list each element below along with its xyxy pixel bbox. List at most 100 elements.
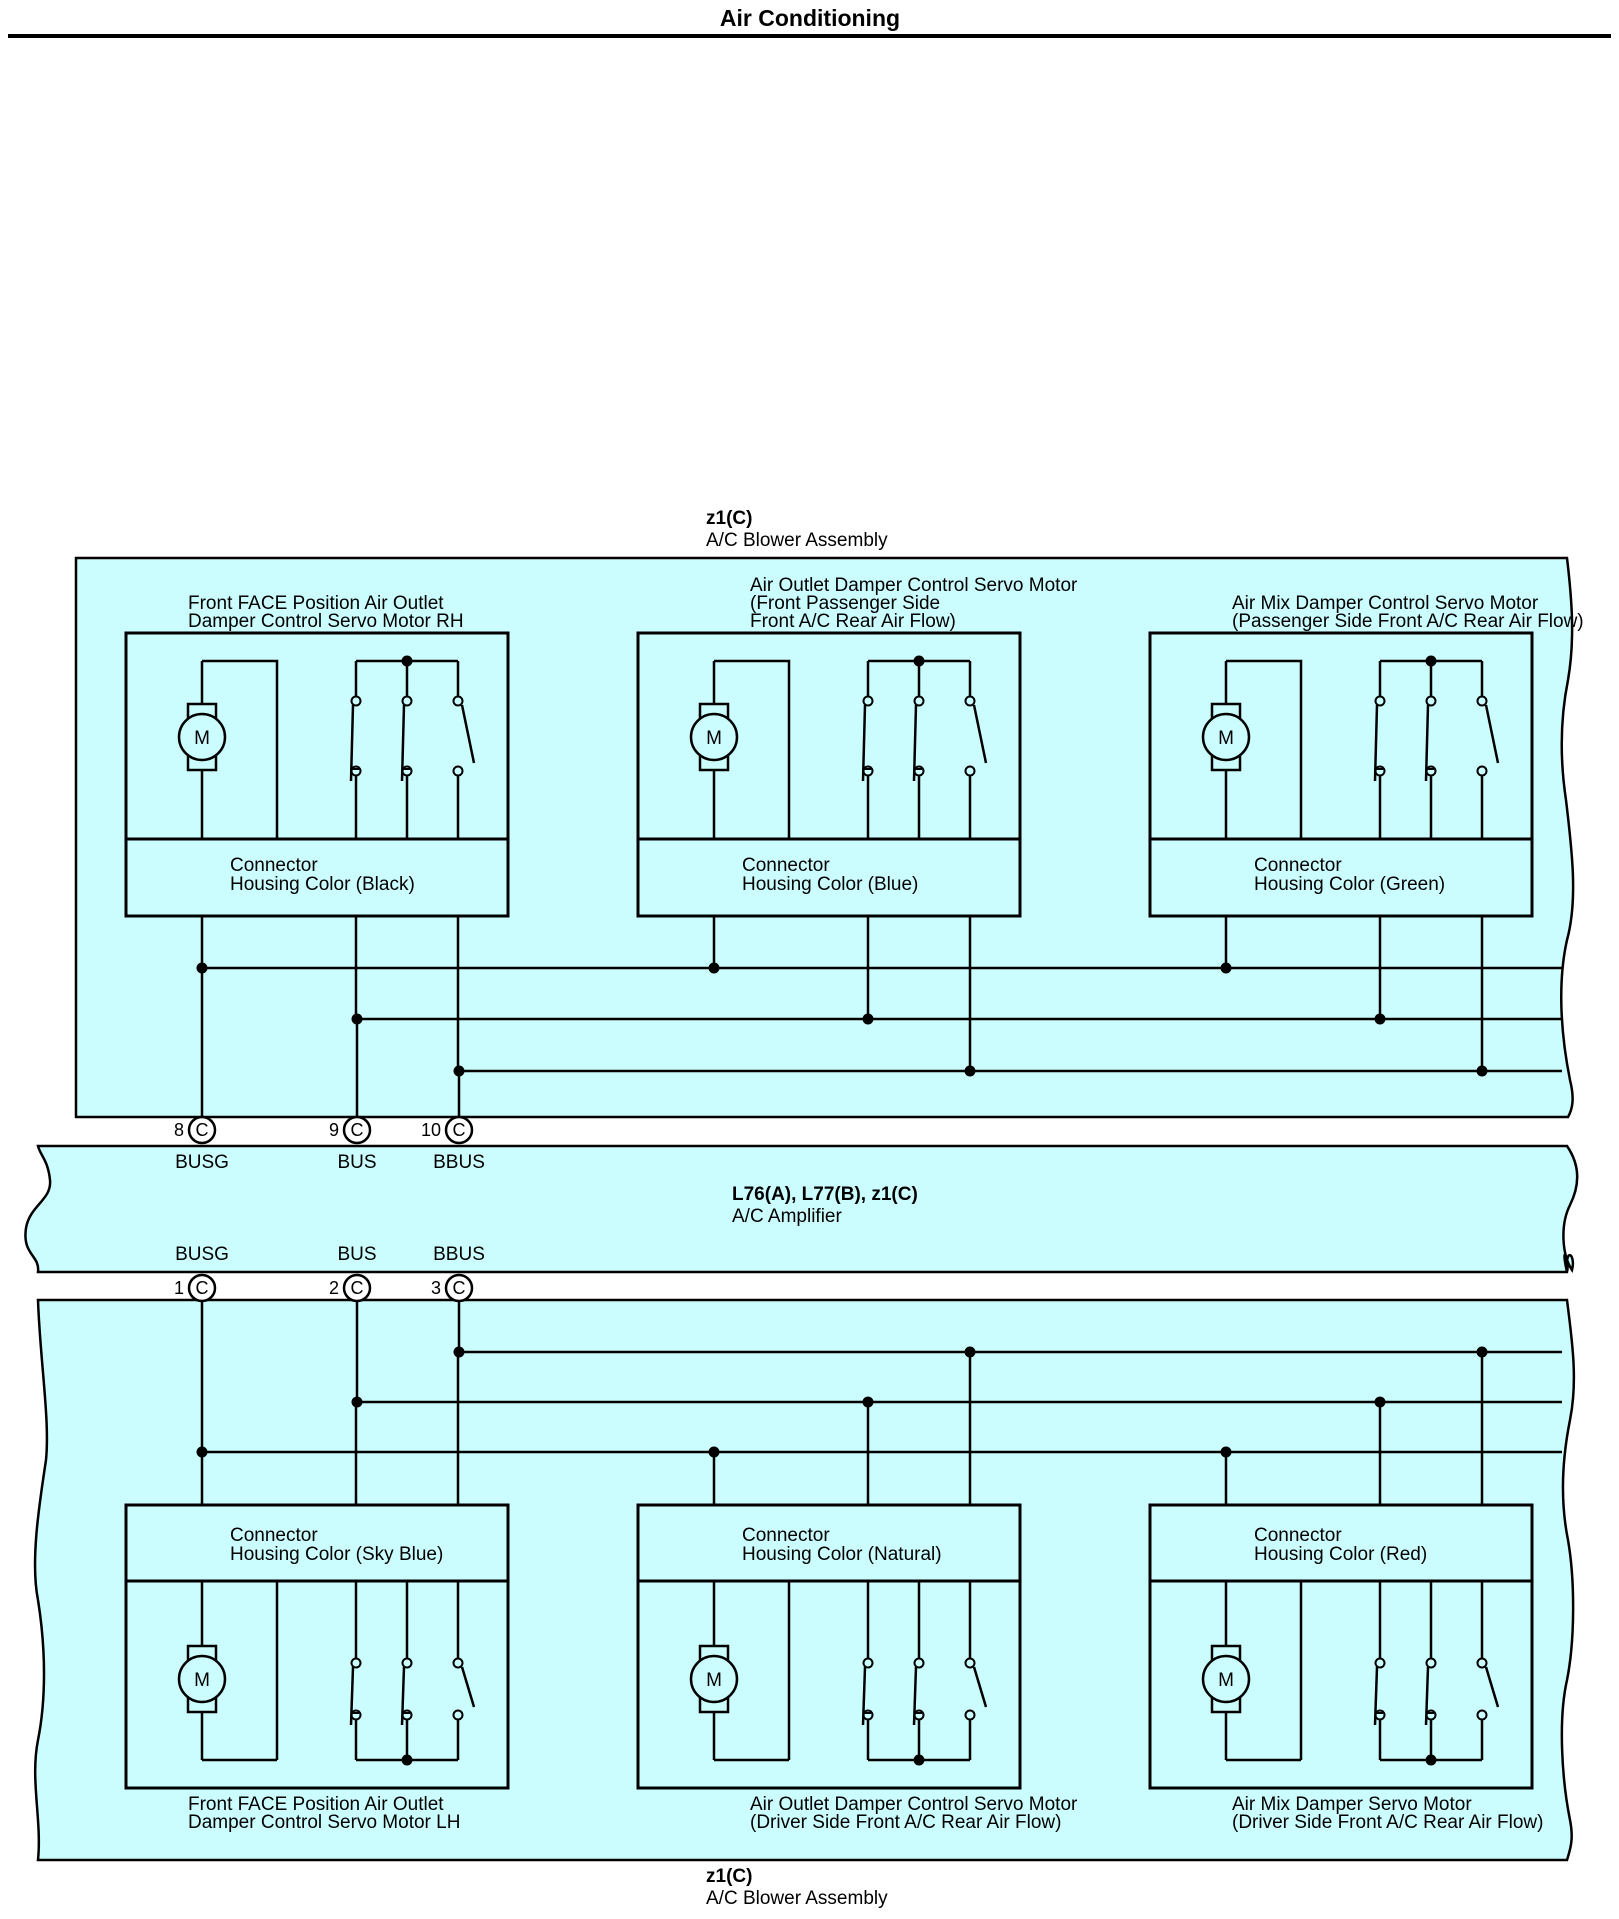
servo-motor-name: Air Outlet Damper Control Servo Motor xyxy=(750,575,1078,596)
switch-contact xyxy=(1425,695,1437,707)
pin-number: 1 xyxy=(174,1278,184,1298)
motor-icon xyxy=(689,712,739,762)
pin-signal-name: BBUS xyxy=(433,1244,485,1265)
switch-contact xyxy=(350,765,362,777)
pin-connector-letter: C xyxy=(351,1120,364,1140)
motor-loop-wire xyxy=(714,1579,791,1760)
junction-dot xyxy=(1476,1346,1488,1358)
switch-blade xyxy=(400,1666,406,1726)
switch-contact xyxy=(913,765,925,777)
motor-symbol: M xyxy=(1218,1670,1234,1691)
junction-dot xyxy=(964,1065,976,1077)
junction-dot xyxy=(708,962,720,974)
switch-contact xyxy=(913,695,925,707)
switch-contact xyxy=(964,1709,976,1721)
junction-dot xyxy=(862,1396,874,1408)
pin-number: 3 xyxy=(431,1278,441,1298)
connector-label: Connector xyxy=(230,855,318,876)
connector-label: Connector xyxy=(1254,1525,1342,1546)
switch-contact xyxy=(350,1657,362,1669)
pin-number: 2 xyxy=(329,1278,339,1298)
switch-blade xyxy=(1484,1666,1500,1708)
pin-connector-letter: C xyxy=(453,1120,466,1140)
switch-blade xyxy=(972,1666,988,1708)
junction-dot xyxy=(1220,962,1232,974)
amplifier-code: L76(A), L77(B), z1(C) xyxy=(732,1184,918,1205)
connector-pin xyxy=(444,1273,474,1303)
connector-housing-color: Housing Color (Sky Blue) xyxy=(230,1544,443,1565)
switch-contact xyxy=(862,765,874,777)
switch-contact xyxy=(1476,1709,1488,1721)
amplifier-name: A/C Amplifier xyxy=(732,1206,842,1227)
switch-contact xyxy=(401,1709,413,1721)
motor-symbol: M xyxy=(194,1670,210,1691)
motor-icon xyxy=(1201,712,1251,762)
switch-contact xyxy=(913,1657,925,1669)
switch-contact xyxy=(452,765,464,777)
servo-motor-name: Front FACE Position Air Outlet xyxy=(188,593,444,614)
connector-housing-color: Housing Color (Red) xyxy=(1254,1544,1427,1565)
pin-signal-name: BBUS xyxy=(433,1152,485,1173)
pin-number: 10 xyxy=(421,1120,441,1140)
junction-dot xyxy=(1374,1013,1386,1025)
switch-contact xyxy=(1425,1709,1437,1721)
servo-motor-box xyxy=(636,631,1022,918)
motor-loop-wire xyxy=(202,659,279,839)
switch-contact xyxy=(452,695,464,707)
junction-dot xyxy=(1220,1446,1232,1458)
pin-connector-letter: C xyxy=(196,1278,209,1298)
switch-contact xyxy=(1374,1657,1386,1669)
connector-pin xyxy=(187,1273,217,1303)
switch-contact xyxy=(401,1657,413,1669)
switch-blade xyxy=(1373,1666,1379,1726)
junction-dot xyxy=(862,1013,874,1025)
page-title: Air Conditioning xyxy=(720,5,900,31)
servo-motor-name: (Passenger Side Front A/C Rear Air Flow) xyxy=(1232,611,1584,632)
servo-motor-box xyxy=(1148,631,1534,918)
switch-contact xyxy=(913,1709,925,1721)
bottom-assembly-code: z1(C) xyxy=(706,1866,752,1887)
connector-label: Connector xyxy=(230,1525,318,1546)
connector-pin xyxy=(444,1115,474,1145)
servo-motor-name: Air Mix Damper Servo Motor xyxy=(1232,1794,1472,1815)
pin-number: 9 xyxy=(329,1120,339,1140)
connector-label: Connector xyxy=(742,1525,830,1546)
motor-symbol: M xyxy=(706,1670,722,1691)
switch-blade xyxy=(349,1666,355,1726)
switch-blade xyxy=(972,704,988,764)
pin-connector-letter: C xyxy=(351,1278,364,1298)
switch-contact xyxy=(1374,695,1386,707)
connector-label: Connector xyxy=(742,855,830,876)
connector-label: Connector xyxy=(1254,855,1342,876)
servo-motor-name: (Driver Side Front A/C Rear Air Flow) xyxy=(750,1812,1061,1833)
motor-symbol: M xyxy=(1218,728,1234,749)
switch-contact xyxy=(452,1657,464,1669)
servo-motor-name: Damper Control Servo Motor RH xyxy=(188,611,464,632)
connector-pin xyxy=(187,1115,217,1145)
servo-motor-name: Air Mix Damper Control Servo Motor xyxy=(1232,593,1539,614)
junction-dot xyxy=(1374,1396,1386,1408)
bottom-assembly-name: A/C Blower Assembly xyxy=(706,1888,888,1909)
junction-dot xyxy=(1476,1065,1488,1077)
connector-housing-color: Housing Color (Black) xyxy=(230,874,415,895)
connector-housing-color: Housing Color (Green) xyxy=(1254,874,1445,895)
pin-connector-letter: C xyxy=(453,1278,466,1298)
switch-blade xyxy=(912,1666,918,1726)
motor-icon xyxy=(689,1654,739,1704)
switch-contact xyxy=(1425,765,1437,777)
junction-dot xyxy=(964,1346,976,1358)
switch-contact xyxy=(964,1657,976,1669)
servo-motor-box xyxy=(124,631,510,918)
pin-signal-name: BUSG xyxy=(175,1152,229,1173)
servo-motor-name: (Driver Side Front A/C Rear Air Flow) xyxy=(1232,1812,1543,1833)
pin-connector-letter: C xyxy=(196,1120,209,1140)
switch-contact xyxy=(1425,1657,1437,1669)
servo-motor-name: (Front Passenger Side xyxy=(750,593,940,614)
switch-blade xyxy=(1484,704,1500,764)
motor-loop-wire xyxy=(1226,1579,1303,1760)
servo-motor-name: Front A/C Rear Air Flow) xyxy=(750,611,956,632)
motor-symbol: M xyxy=(706,728,722,749)
switch-contact xyxy=(452,1709,464,1721)
switch-contact xyxy=(1476,1657,1488,1669)
